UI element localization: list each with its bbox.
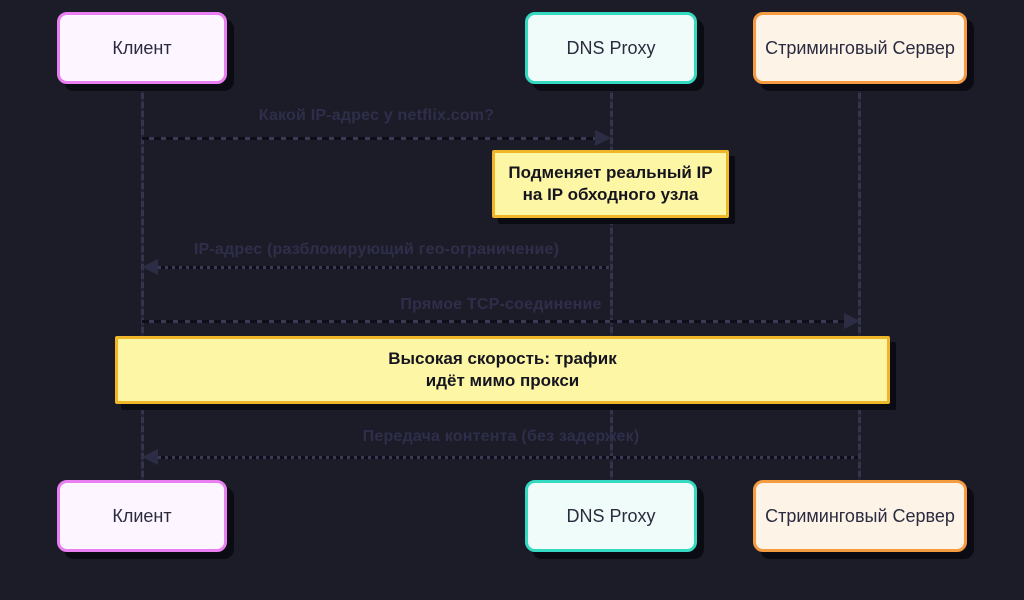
message-label-content-delivery: Передача контента (без задержек) (362, 428, 640, 445)
lifeline-dns-proxy (610, 84, 613, 482)
arrowhead-right-icon (595, 130, 611, 146)
actor-label-dns-proxy: DNS Proxy (566, 37, 656, 58)
actor-label-dns-proxy: DNS Proxy (566, 505, 656, 526)
arrowhead-left-icon (142, 259, 158, 275)
message-line-content-delivery (158, 456, 858, 459)
arrowhead-left-icon (142, 449, 158, 465)
actor-box-client-top: Клиент (57, 12, 227, 84)
message-line-tcp-connection (142, 320, 844, 323)
note-line: на IP обходного узла (522, 185, 699, 204)
actor-box-streaming-server-top: Стриминговый Сервер (753, 12, 967, 84)
message-label-ip-reply: IP-адрес (разблокирующий гео-ограничение… (193, 241, 560, 258)
message-line-ip-reply (158, 266, 610, 269)
actor-box-dns-proxy-bottom: DNS Proxy (525, 480, 697, 552)
note-high-speed: Высокая скорость: трафик идёт мимо прокс… (115, 336, 890, 404)
actor-label-client: Клиент (112, 37, 172, 58)
actor-box-dns-proxy-top: DNS Proxy (525, 12, 697, 84)
lifeline-streaming-server (858, 84, 861, 482)
message-label-dns-query: Какой IP-адрес у netflix.com? (258, 107, 495, 124)
actor-label-streaming-server: Стриминговый Сервер (765, 37, 955, 58)
note-line: Высокая скорость: трафик (388, 349, 617, 368)
actor-label-streaming-server: Стриминговый Сервер (765, 505, 955, 526)
message-line-dns-query (142, 137, 595, 140)
note-line: идёт мимо прокси (425, 371, 580, 390)
actor-label-client: Клиент (112, 505, 172, 526)
actor-box-client-bottom: Клиент (57, 480, 227, 552)
note-line: Подменяет реальный IP (508, 163, 713, 182)
arrowhead-right-icon (844, 313, 860, 329)
message-label-tcp-connection: Прямое TCP-соединение (400, 296, 602, 313)
lifeline-client (141, 84, 144, 482)
note-ip-spoofing: Подменяет реальный IP на IP обходного уз… (492, 150, 729, 218)
actor-box-streaming-server-bottom: Стриминговый Сервер (753, 480, 967, 552)
